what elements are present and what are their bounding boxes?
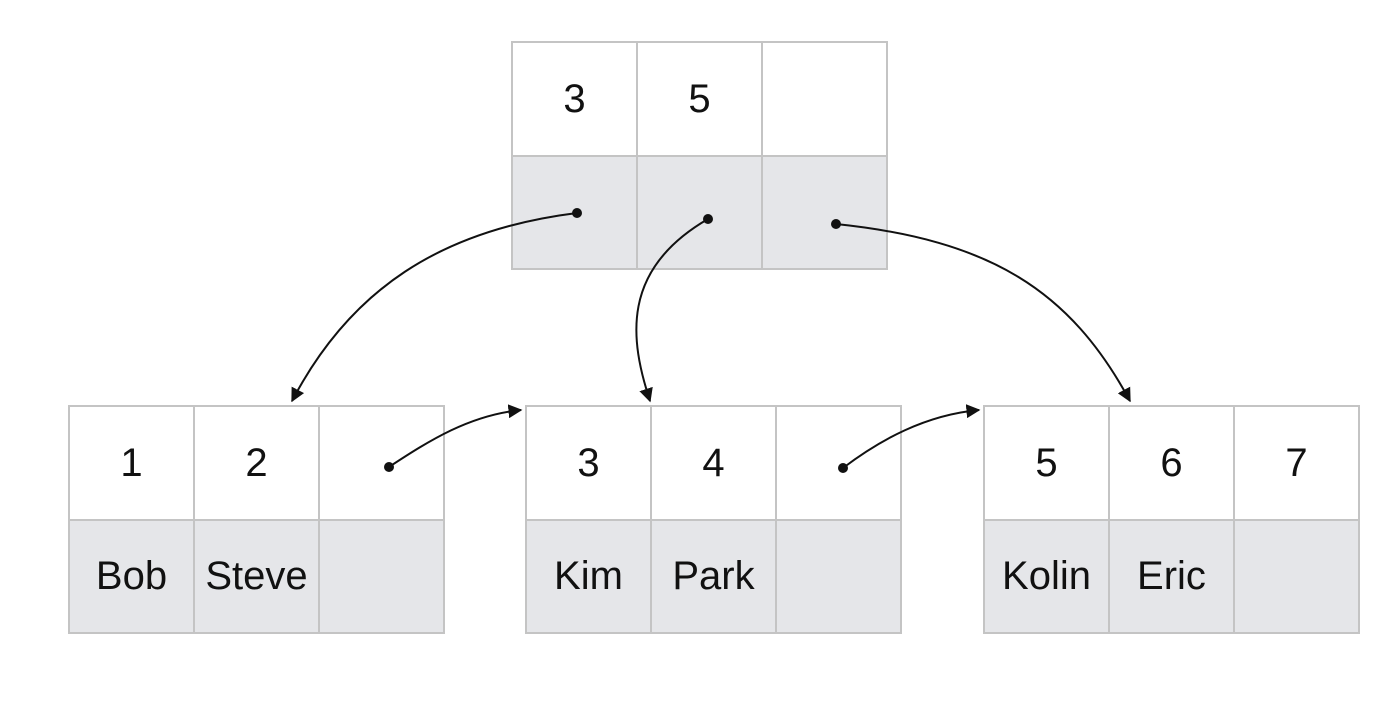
leaf-1-key-2: 2 xyxy=(195,407,320,521)
leaf-2-value-3 xyxy=(777,521,902,634)
leaf-1-next-pointer xyxy=(320,407,445,521)
leaf-3-value-2: Eric xyxy=(1110,521,1235,634)
leaf-3-key-3: 7 xyxy=(1235,407,1360,521)
leaf-node-3: 5 6 7 Kolin Eric xyxy=(983,405,1360,634)
root-pointer-2 xyxy=(638,157,763,270)
leaf-2-next-pointer xyxy=(777,407,902,521)
leaf-3-value-1: Kolin xyxy=(985,521,1110,634)
leaf-1-key-1: 1 xyxy=(70,407,195,521)
leaf-1-value-3 xyxy=(320,521,445,634)
root-pointer-1 xyxy=(513,157,638,270)
leaf-1-value-1: Bob xyxy=(70,521,195,634)
leaf-1-value-2: Steve xyxy=(195,521,320,634)
leaf-node-1: 1 2 Bob Steve xyxy=(68,405,445,634)
root-key-2: 5 xyxy=(638,43,763,157)
root-key-3 xyxy=(763,43,888,157)
root-node: 3 5 xyxy=(511,41,888,270)
leaf-2-value-2: Park xyxy=(652,521,777,634)
leaf-3-key-1: 5 xyxy=(985,407,1110,521)
leaf-node-2: 3 4 Kim Park xyxy=(525,405,902,634)
leaf-2-key-1: 3 xyxy=(527,407,652,521)
root-key-1: 3 xyxy=(513,43,638,157)
root-pointer-3 xyxy=(763,157,888,270)
leaf-2-value-1: Kim xyxy=(527,521,652,634)
leaf-3-value-3 xyxy=(1235,521,1360,634)
leaf-3-key-2: 6 xyxy=(1110,407,1235,521)
leaf-2-key-2: 4 xyxy=(652,407,777,521)
